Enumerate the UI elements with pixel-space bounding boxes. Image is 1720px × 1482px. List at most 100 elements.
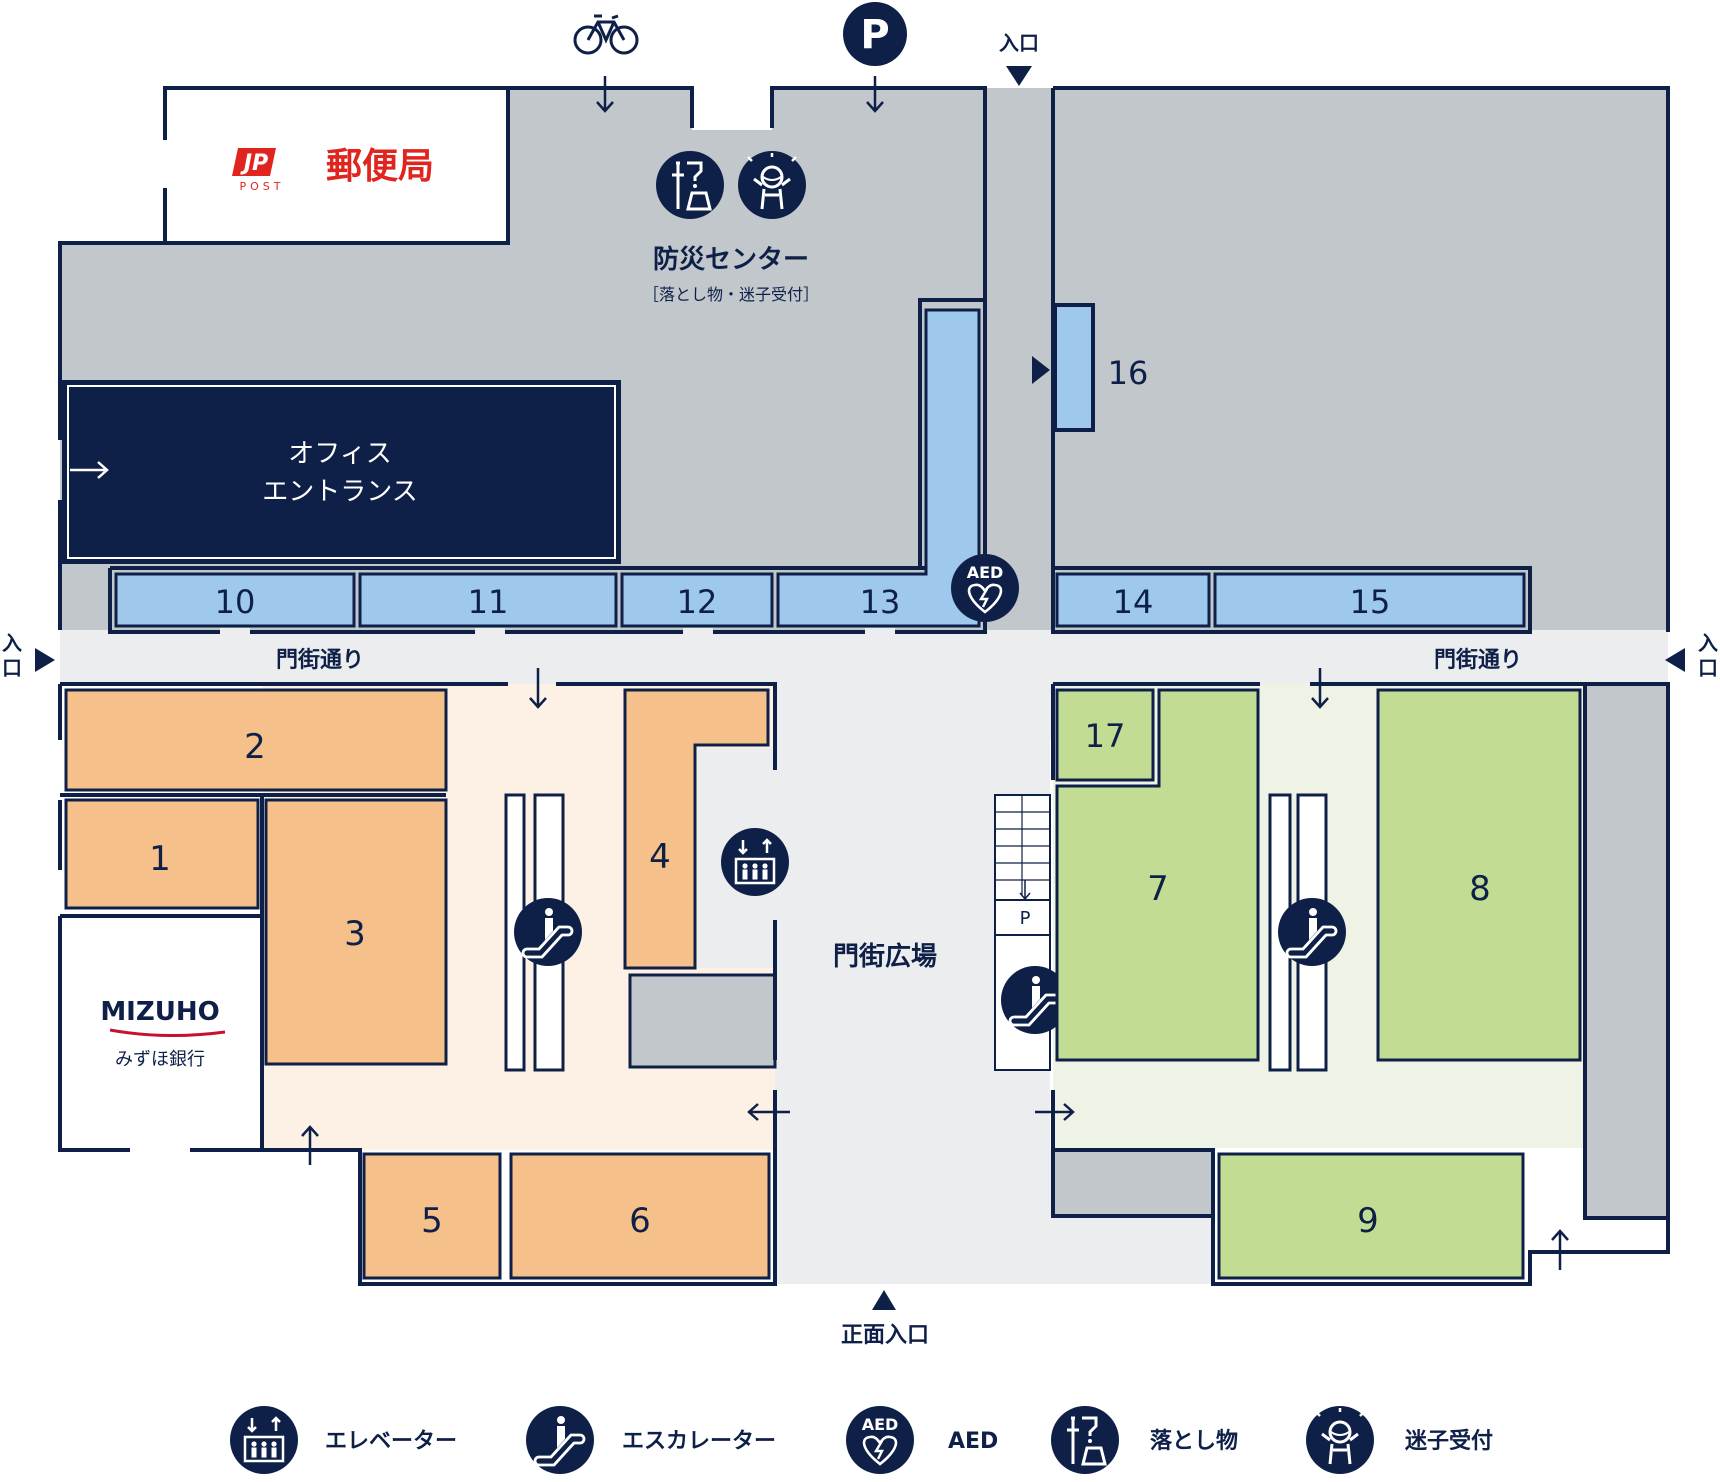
- legend-aed-label: AED: [948, 1429, 998, 1454]
- legend: エレベーター エスカレーター AED 落とし物 迷子受付: [228, 1404, 1493, 1476]
- lost-item-icon: [1049, 1404, 1121, 1476]
- shop-3-label: 3: [344, 914, 366, 954]
- parking-letter: P: [860, 12, 889, 58]
- entrance-east-char1: 入: [1698, 631, 1718, 655]
- shop-12-label: 12: [677, 583, 718, 621]
- street-label-east: 門街通り: [1434, 647, 1522, 673]
- jp-post-logo: JP POST: [232, 148, 285, 193]
- bicycle-icon: [573, 14, 639, 55]
- shop-6[interactable]: [509, 1152, 771, 1280]
- street-label-west: 門街通り: [276, 647, 364, 673]
- shop-3[interactable]: [264, 798, 448, 1066]
- ne-block: [1053, 88, 1668, 630]
- stair-steps: [995, 795, 1050, 895]
- arrow-down-icon: [866, 76, 884, 113]
- arrow-down-icon: [1311, 668, 1329, 709]
- lost-child-icon: [736, 149, 808, 221]
- legend-lost-item-label: 落とし物: [1150, 1428, 1238, 1454]
- plaza-label: 門街広場: [833, 941, 937, 972]
- shop-4-label: 4: [649, 837, 671, 877]
- shop-5[interactable]: [362, 1152, 502, 1280]
- entrance-top-label: 入口: [999, 31, 1039, 55]
- triangle-right-icon: [1032, 356, 1050, 384]
- lost-child-icon: [1304, 1404, 1376, 1476]
- shop-12[interactable]: [620, 572, 774, 628]
- office-entrance-line1: オフィス: [288, 439, 391, 469]
- escalator-icon: [524, 1404, 596, 1476]
- bank-brand: MIZUHO: [100, 997, 219, 1027]
- triangle-right-icon: [35, 648, 55, 672]
- post-office-area: [165, 88, 507, 243]
- shop-10-label: 10: [215, 583, 256, 621]
- bank-name: みずほ銀行: [115, 1049, 205, 1070]
- disaster-center-subtitle: ［落とし物・迷子受付］: [643, 285, 819, 304]
- arrow-up-icon: [301, 1125, 319, 1165]
- corridor-street: [60, 630, 1668, 684]
- triangle-left-icon: [1665, 648, 1685, 672]
- arrow-right-icon: [70, 461, 109, 479]
- shop-1[interactable]: [64, 798, 260, 910]
- shop-4[interactable]: [623, 688, 770, 970]
- entrance-west-char2: 口: [2, 656, 22, 680]
- shop-15[interactable]: [1213, 572, 1526, 628]
- shop-2-label: 2: [244, 727, 266, 767]
- arrow-down-icon: [529, 668, 547, 709]
- shop-1-label: 1: [149, 839, 171, 879]
- arrow-left-icon: [747, 1103, 790, 1121]
- shop-11-label: 11: [468, 583, 509, 621]
- entrance-east-char2: 口: [1698, 656, 1718, 680]
- arrow-up-icon: [1551, 1229, 1569, 1270]
- shop-14[interactable]: [1055, 572, 1211, 628]
- legend-escalator-label: エスカレーター: [622, 1429, 776, 1454]
- elevator-icon[interactable]: [719, 826, 791, 898]
- stair-parking-letter: P: [1020, 908, 1031, 929]
- arrow-down-icon: [596, 76, 614, 113]
- shop-15-label: 15: [1350, 583, 1391, 621]
- escalator-icon[interactable]: [512, 896, 584, 968]
- lost-item-icon: [654, 149, 726, 221]
- shop-13[interactable]: [776, 308, 981, 628]
- shop-9[interactable]: [1217, 1152, 1525, 1280]
- shop-17-label: 17: [1085, 717, 1126, 755]
- aed-icon[interactable]: [949, 552, 1021, 624]
- entrance-west-char1: 入: [2, 631, 22, 655]
- shop-2[interactable]: [64, 688, 448, 792]
- parking-icon: [843, 2, 907, 66]
- jp-logo-text: JP: [240, 151, 268, 176]
- post-office-label: 郵便局: [326, 146, 434, 187]
- shop-8-label: 8: [1469, 869, 1491, 909]
- mizuho-swoosh-icon: [109, 1028, 226, 1038]
- shop-5-label: 5: [421, 1201, 443, 1241]
- shop-row-frame: [108, 298, 987, 634]
- triangle-down-icon: [1006, 66, 1032, 86]
- escalator-icon[interactable]: [1276, 896, 1348, 968]
- triangle-up-icon: [872, 1290, 896, 1310]
- shop-11[interactable]: [358, 572, 618, 628]
- front-entrance-label: 正面入口: [841, 1323, 929, 1348]
- shop-9-label: 9: [1357, 1201, 1379, 1241]
- bank-area[interactable]: [60, 916, 260, 1150]
- service-room-se-bottom: [1051, 1148, 1215, 1218]
- entrance-gap-top: [692, 88, 772, 130]
- legend-elevator-label: エレベーター: [325, 1429, 457, 1454]
- office-entrance[interactable]: [62, 380, 621, 564]
- shop-13-label: 13: [860, 583, 901, 621]
- se-walls: [1051, 682, 1670, 1286]
- office-entrance-line2: エントランス: [262, 477, 417, 507]
- shop-16[interactable]: [1053, 303, 1095, 432]
- service-room-sw: [628, 973, 777, 1069]
- shop-8[interactable]: [1376, 688, 1582, 1062]
- shop-17[interactable]: [1055, 688, 1155, 782]
- elevator-icon: [228, 1404, 300, 1476]
- shop-10[interactable]: [114, 572, 356, 628]
- shop-7[interactable]: [1055, 688, 1260, 1062]
- shop-14-label: 14: [1113, 583, 1154, 621]
- jp-logo-sub: POST: [240, 180, 285, 193]
- shop-6-label: 6: [629, 1201, 651, 1241]
- aed-icon: [844, 1404, 916, 1476]
- shop-7-label: 7: [1147, 869, 1169, 909]
- legend-lost-child-label: 迷子受付: [1404, 1428, 1493, 1454]
- shop-16-label: 16: [1108, 354, 1149, 392]
- arrow-right-icon: [1035, 1103, 1075, 1121]
